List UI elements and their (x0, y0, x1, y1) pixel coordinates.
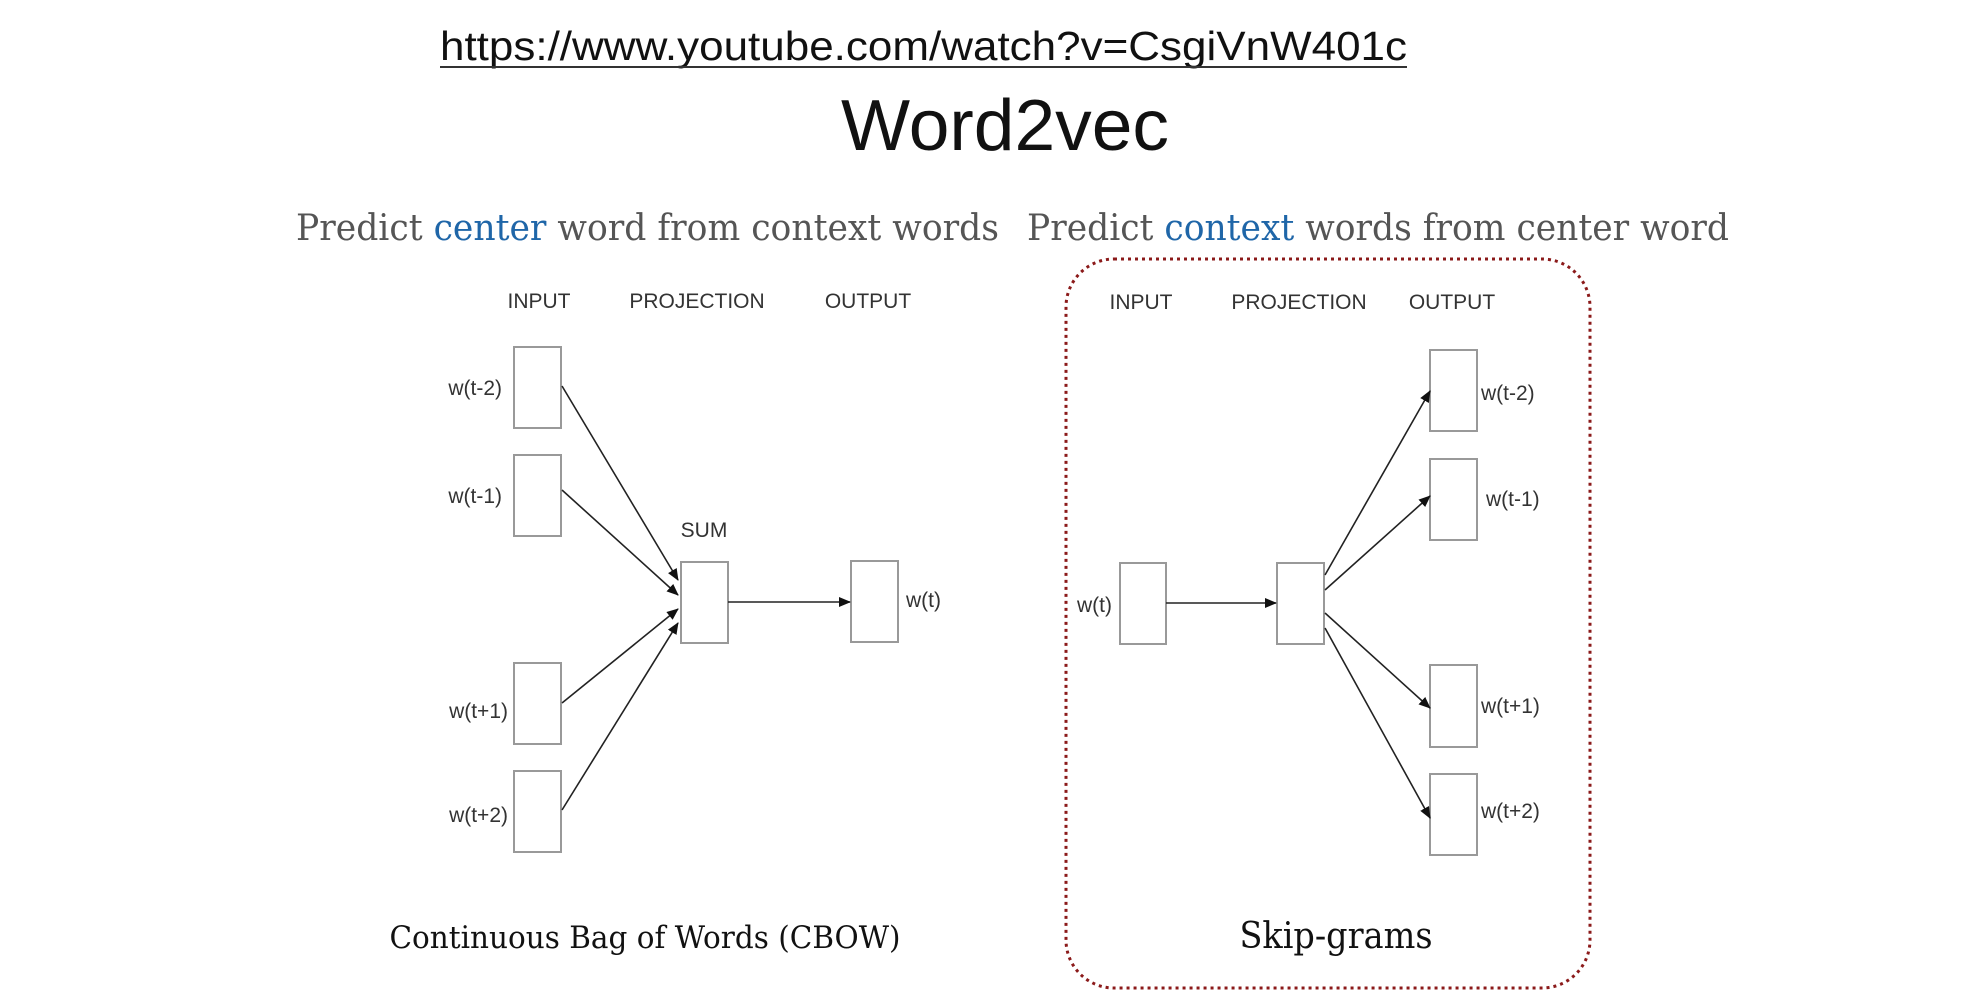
projection-node (1276, 562, 1325, 645)
cbow-diagram: INPUT PROJECTION OUTPUT w(t-2) w(t-1) w(… (390, 290, 942, 956)
input-node (1119, 562, 1167, 645)
output-node (1429, 349, 1478, 432)
skipgram-diagram: INPUT PROJECTION OUTPUT w(t) w(t-2) w(t-… (1064, 257, 1592, 990)
subtitle-text: Predict (1027, 208, 1164, 249)
column-header-output: OUTPUT (825, 290, 912, 313)
output-node (1429, 458, 1478, 541)
arrow (1324, 627, 1431, 819)
arrow (1324, 612, 1431, 709)
output-node (1429, 664, 1478, 748)
video-link[interactable]: https://www.youtube.com/watch?v=CsgiVnW4… (440, 23, 1407, 69)
column-header-input: INPUT (1110, 291, 1173, 314)
column-header-output: OUTPUT (1409, 291, 1496, 314)
cbow-caption: Continuous Bag of Words (CBOW) (390, 920, 901, 956)
output-label: w(t-1) (1485, 488, 1540, 511)
arrow (561, 489, 679, 596)
input-label: w(t-2) (447, 377, 502, 400)
arrow (1324, 495, 1431, 591)
input-label: w(t-1) (447, 485, 502, 508)
column-header-input: INPUT (508, 290, 571, 313)
arrow (561, 622, 679, 811)
subtitle-highlight: context (1164, 208, 1294, 249)
input-node (513, 770, 562, 853)
skipgram-caption: Skip-grams (1240, 916, 1433, 957)
input-node (513, 454, 562, 537)
subtitle-highlight: center (434, 208, 548, 249)
subtitle-text: Predict (296, 208, 434, 249)
output-label: w(t) (905, 589, 941, 612)
projection-node (680, 561, 729, 644)
input-label: w(t+1) (448, 700, 508, 723)
arrow (561, 608, 679, 704)
video-url[interactable]: https://www.youtube.com/watch?v=CsgiVnW4… (440, 23, 1407, 69)
subtitle-text: word from context words (546, 208, 999, 249)
subtitle-text: words from center word (1294, 208, 1729, 249)
output-label: w(t+1) (1480, 695, 1540, 718)
output-label: w(t+2) (1480, 800, 1540, 823)
output-node (1429, 773, 1478, 856)
input-label: w(t+2) (448, 804, 508, 827)
page-title: Word2vec (841, 86, 1169, 166)
skipgram-highlight-border (1064, 257, 1592, 990)
column-header-projection: PROJECTION (1231, 291, 1366, 314)
arrow (561, 385, 679, 581)
cbow-subtitle: Predict center word from context words (296, 208, 999, 249)
output-label: w(t-2) (1480, 382, 1535, 405)
column-header-projection: PROJECTION (629, 290, 764, 313)
skipgram-subtitle: Predict context words from center word (1027, 208, 1729, 249)
input-node (513, 662, 562, 745)
input-node (513, 346, 562, 429)
input-label: w(t) (1076, 594, 1112, 617)
output-node (850, 560, 899, 643)
sum-label: SUM (681, 519, 728, 542)
arrow (1324, 390, 1431, 576)
